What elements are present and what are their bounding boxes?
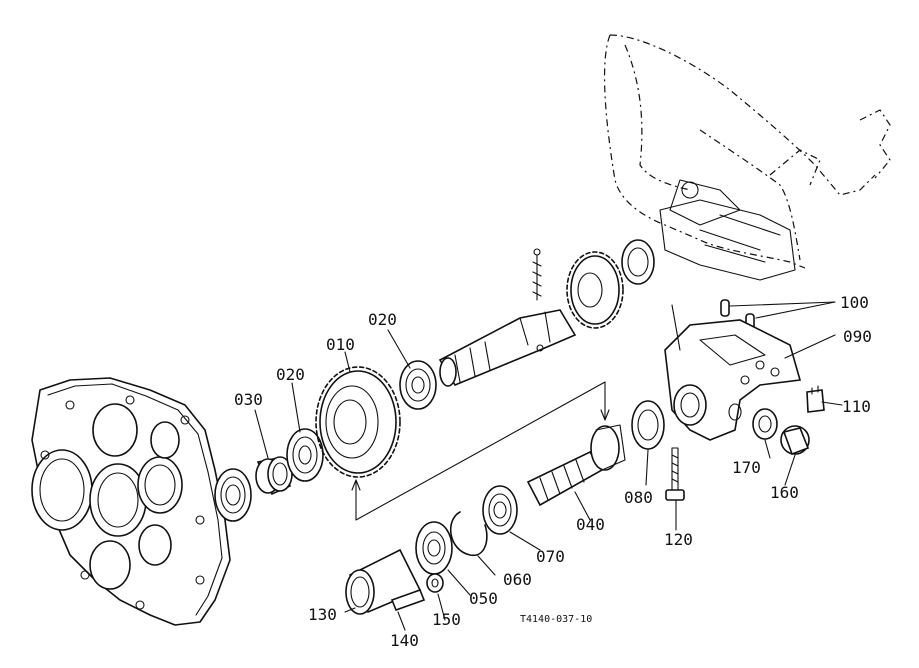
shaft-pin-spring — [532, 248, 544, 352]
part-150-washer — [426, 573, 444, 593]
small-gear — [566, 251, 624, 329]
label-150: 150 — [432, 610, 461, 629]
label-030: 030 — [234, 390, 263, 409]
part-020-bearing — [286, 428, 324, 482]
part-160-plug — [780, 425, 810, 456]
transmission-housing-outline — [603, 34, 891, 281]
part-060-snap-ring — [449, 511, 488, 556]
part-080-bearing — [631, 400, 665, 450]
upper-right-bearing — [621, 239, 655, 285]
label-090: 090 — [843, 327, 872, 346]
label-080: 080 — [624, 488, 653, 507]
label-040: 040 — [576, 515, 605, 534]
part-120-bolt — [665, 447, 685, 501]
label-070: 070 — [536, 547, 565, 566]
part-050-bearing — [415, 521, 453, 575]
label-130: 130 — [308, 605, 337, 624]
label-050: 050 — [469, 589, 498, 608]
label-120: 120 — [664, 530, 693, 549]
part-020-right-bearing — [399, 360, 437, 410]
drawing-code: T4140-037-10 — [520, 614, 592, 625]
part-140-pin — [390, 588, 426, 612]
label-160: 160 — [770, 483, 799, 502]
part-090-bracket — [664, 319, 802, 441]
label-110: 110 — [842, 397, 871, 416]
label-020-lower: 020 — [276, 365, 305, 384]
part-010-gear — [315, 366, 401, 478]
transmission-case-cover — [31, 377, 231, 626]
label-170: 170 — [732, 458, 761, 477]
part-030-collar — [255, 456, 293, 496]
leader-lines — [254, 301, 843, 631]
part-labels: 010 020 020 030 040 050 060 070 080 090 … — [234, 293, 872, 650]
part-020-left-bearing — [214, 468, 252, 522]
part-170-seal — [752, 408, 778, 440]
label-100: 100 — [840, 293, 869, 312]
part-070-bearing — [482, 485, 518, 535]
part-110-bolt — [806, 385, 825, 413]
label-060: 060 — [503, 570, 532, 589]
label-010: 010 — [326, 335, 355, 354]
assembly-arrow — [351, 381, 610, 521]
label-140: 140 — [390, 631, 419, 650]
upper-shaft — [438, 309, 577, 387]
label-020-upper: 020 — [368, 310, 397, 329]
part-040-shaft — [526, 424, 626, 507]
